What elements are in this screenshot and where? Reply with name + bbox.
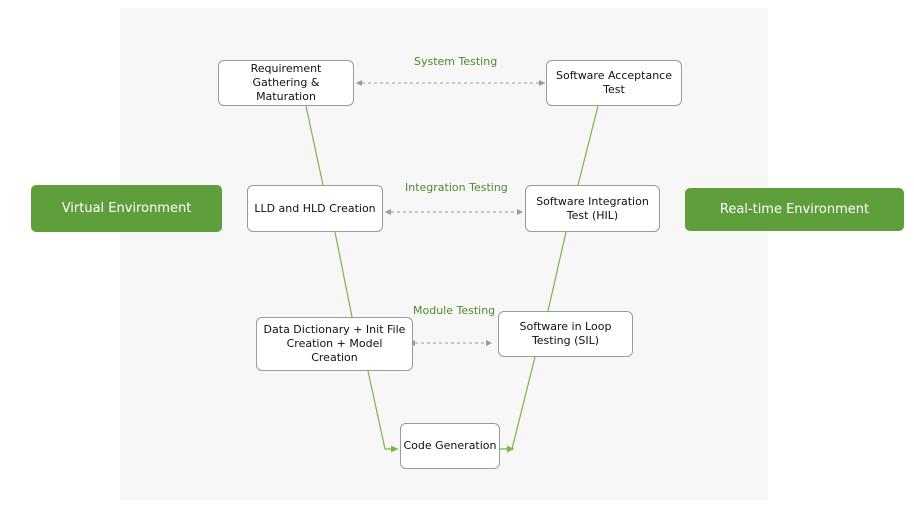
sil-node: Software in Loop Testing (SIL) bbox=[498, 311, 633, 357]
v-right-connector-1 bbox=[577, 105, 599, 186]
code-generation-node: Code Generation bbox=[400, 423, 500, 469]
integration-testing-label: Integration Testing bbox=[405, 181, 508, 194]
data-dictionary-node: Data Dictionary + Init File Creation + M… bbox=[256, 317, 413, 371]
v-left-connector-2 bbox=[334, 231, 353, 318]
hil-node: Software Integration Test (HIL) bbox=[525, 185, 660, 232]
system-testing-label: System Testing bbox=[414, 55, 498, 68]
v-right-connector-2 bbox=[547, 231, 567, 312]
virtual-environment-badge: Virtual Environment bbox=[31, 185, 222, 232]
acceptance-node: Software Acceptance Test bbox=[546, 60, 682, 106]
lld-hld-node: LLD and HLD Creation bbox=[247, 185, 383, 232]
module-testing-label: Module Testing bbox=[413, 304, 496, 317]
realtime-environment-badge: Real-time Environment bbox=[685, 188, 904, 231]
requirements-node: Requirement Gathering & Maturation bbox=[218, 60, 354, 106]
v-left-connector-1 bbox=[305, 105, 324, 186]
v-left-connector-3 bbox=[367, 370, 398, 453]
